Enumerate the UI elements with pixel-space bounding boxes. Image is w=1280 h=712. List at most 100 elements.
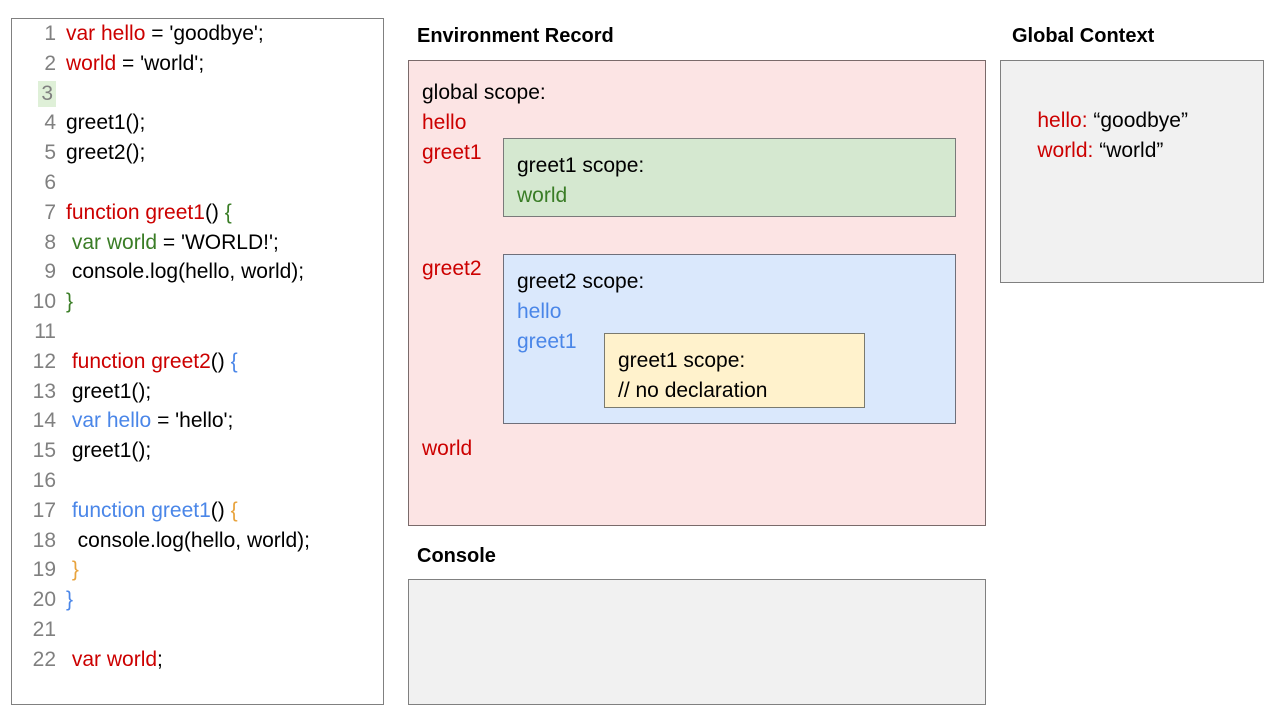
line-number: 3	[12, 79, 56, 109]
code-line-text: greet2();	[56, 138, 145, 168]
code-line[interactable]: 20}	[12, 585, 383, 615]
line-number: 15	[32, 439, 56, 463]
greet1-scope-var-world: world	[517, 184, 568, 207]
code-token: greet1();	[66, 379, 152, 403]
greet2-scope-box: greet2 scope: hello greet1 greet1 scope:…	[503, 254, 956, 424]
code-line[interactable]: 8 var world = 'WORLD!';	[12, 228, 383, 258]
line-number: 4	[44, 111, 56, 135]
code-line[interactable]: 13 greet1();	[12, 377, 383, 407]
code-line-text: greet1();	[56, 436, 151, 466]
line-number: 22	[32, 647, 56, 671]
line-number: 13	[32, 379, 56, 403]
console-title: Console	[417, 545, 496, 567]
code-line-text: }	[56, 585, 73, 615]
code-line[interactable]: 11	[12, 317, 383, 347]
greet2-scope-var-greet1: greet1	[517, 330, 577, 353]
code-token: function greet2	[71, 349, 211, 373]
code-token: }	[66, 290, 74, 314]
greet1-scope-heading: greet1 scope:	[517, 154, 645, 177]
code-token: function greet1	[66, 200, 205, 224]
line-number: 10	[32, 290, 56, 314]
code-token: }	[71, 558, 79, 582]
environment-record-title: Environment Record	[417, 25, 614, 47]
line-number: 20	[32, 588, 56, 612]
code-token: {	[230, 498, 238, 522]
code-line[interactable]: 14 var hello = 'hello';	[12, 406, 383, 436]
code-token: {	[230, 349, 238, 373]
greet1-inner-scope-box: greet1 scope: // no declaration	[604, 333, 865, 408]
greet1-inner-scope-note: // no declaration	[618, 379, 768, 402]
greet1-scope-box: greet1 scope: world	[503, 138, 956, 217]
line-number: 5	[44, 141, 56, 165]
line-number: 18	[32, 528, 56, 552]
global-context-panel: hello: “goodbye” world: “world”	[1000, 60, 1264, 283]
code-token: = 'hello';	[151, 409, 234, 433]
line-number: 12	[32, 349, 56, 373]
line-number: 14	[32, 409, 56, 433]
code-line-text: greet1();	[56, 108, 145, 138]
line-number: 21	[32, 617, 56, 641]
code-line-text: console.log(hello, world);	[56, 526, 310, 556]
code-token: greet2();	[66, 141, 146, 165]
code-token: world	[66, 51, 117, 75]
global-scope-var-world: world	[422, 437, 473, 460]
code-token: ;	[157, 647, 163, 671]
code-line-text: }	[56, 287, 73, 317]
code-line[interactable]: 22 var world;	[12, 645, 383, 675]
code-token: greet1();	[66, 111, 146, 135]
code-line-text: world = 'world';	[56, 49, 204, 79]
code-line-text: var world = 'WORLD!';	[56, 228, 279, 258]
console-panel[interactable]	[408, 579, 986, 705]
line-number: 16	[32, 468, 56, 492]
code-token: ()	[210, 498, 231, 522]
line-number: 8	[44, 230, 56, 254]
code-line-text: function greet1() {	[56, 198, 232, 228]
line-number: 17	[32, 498, 56, 522]
code-token: ()	[210, 349, 231, 373]
code-line[interactable]: 15 greet1();	[12, 436, 383, 466]
code-line[interactable]: 18 console.log(hello, world);	[12, 526, 383, 556]
global-scope-var-greet1: greet1	[422, 141, 482, 164]
line-number: 19	[32, 558, 56, 582]
code-token: greet1();	[66, 439, 152, 463]
code-line[interactable]: 9 console.log(hello, world);	[12, 257, 383, 287]
global-context-entry-world: world: “world”	[1014, 106, 1163, 196]
code-token: var hello	[71, 409, 152, 433]
global-context-value-world: “world”	[1093, 139, 1164, 162]
code-line[interactable]: 5 greet2();	[12, 138, 383, 168]
code-line[interactable]: 12 function greet2() {	[12, 347, 383, 377]
code-line[interactable]: 16	[12, 466, 383, 496]
code-line[interactable]: 3	[12, 79, 383, 109]
code-token: var world	[71, 647, 158, 671]
code-token: function greet1	[71, 498, 211, 522]
code-line-text: var hello = 'hello';	[56, 406, 234, 436]
greet2-scope-var-hello: hello	[517, 300, 562, 323]
code-line[interactable]: 21	[12, 615, 383, 645]
code-token: = 'WORLD!';	[157, 230, 279, 254]
code-line[interactable]: 17 function greet1() {	[12, 496, 383, 526]
code-token: }	[66, 588, 74, 612]
line-number: 7	[44, 200, 56, 224]
code-line[interactable]: 10}	[12, 287, 383, 317]
global-context-key-world: world:	[1037, 139, 1094, 162]
code-line-text: var world;	[56, 645, 163, 675]
code-line[interactable]: 4 greet1();	[12, 108, 383, 138]
code-line-text: }	[56, 555, 79, 585]
global-context-entry-hello: hello: “goodbye”	[1014, 76, 1188, 166]
global-scope-box: global scope: hello greet1 greet2 world …	[408, 60, 986, 526]
line-number: 11	[34, 319, 56, 343]
code-token: var world	[71, 230, 158, 254]
code-token: console.log(hello, world);	[66, 528, 310, 552]
greet1-inner-scope-heading: greet1 scope:	[618, 349, 746, 372]
code-token: console.log(hello, world);	[66, 260, 305, 284]
code-token: = 'goodbye';	[145, 22, 264, 45]
code-line[interactable]: 6	[12, 168, 383, 198]
code-token: = 'world';	[116, 51, 205, 75]
line-number: 6	[44, 170, 56, 194]
code-line[interactable]: 19 }	[12, 555, 383, 585]
global-scope-heading: global scope:	[422, 81, 546, 104]
